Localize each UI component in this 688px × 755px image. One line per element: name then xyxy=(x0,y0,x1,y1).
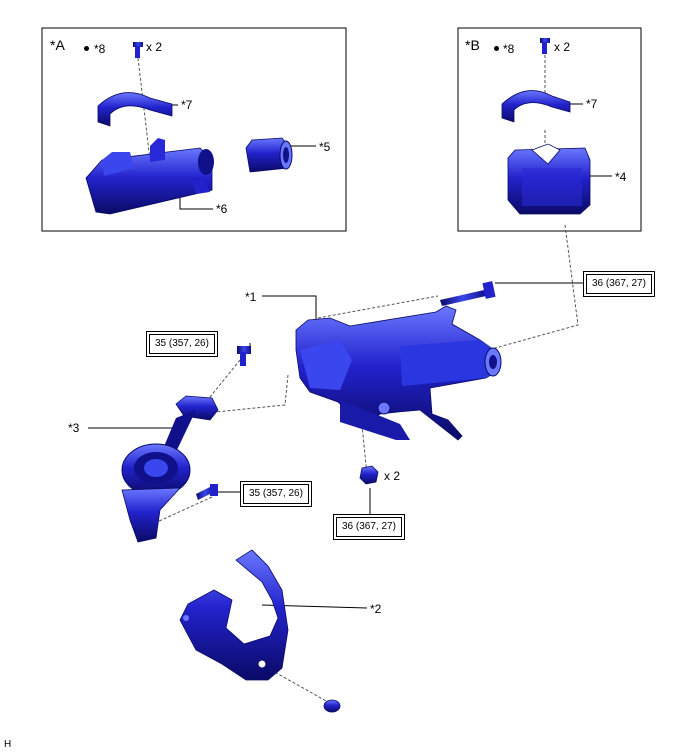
clamp-b-icon xyxy=(501,90,571,123)
inset-a-bolt-label: *8 xyxy=(94,42,106,56)
bolt-left-upper-icon xyxy=(237,346,251,366)
clamp-a-icon xyxy=(97,92,173,127)
bullet-dot-icon xyxy=(494,46,499,51)
torque-left-lower: 35 (357, 26) xyxy=(240,481,312,507)
cover-label: *2 xyxy=(370,602,382,616)
long-bolt-icon xyxy=(440,281,496,306)
corner-label: H xyxy=(4,739,12,750)
inset-a-clamp-label: *7 xyxy=(181,98,193,112)
steering-column-icon xyxy=(295,305,502,441)
inset-a-frame xyxy=(41,27,347,232)
lock-cylinder-icon xyxy=(85,138,214,215)
nut-qty: x 2 xyxy=(384,469,401,483)
bolt-a-icon xyxy=(133,42,143,58)
steering-lock-icon xyxy=(507,143,591,215)
key-cylinder-icon xyxy=(245,137,293,173)
inset-a-key-label: *5 xyxy=(319,140,331,154)
clip-icon xyxy=(323,699,341,713)
column-label: *1 xyxy=(245,290,257,304)
bolt-b-icon xyxy=(540,38,550,54)
inset-a-title: *A xyxy=(50,37,65,53)
column-cover-icon xyxy=(179,549,289,681)
inset-b-clamp-label: *7 xyxy=(586,97,598,111)
torque-left-upper: 35 (357, 26) xyxy=(146,331,218,357)
inset-b-title: *B xyxy=(465,37,480,53)
bolt-left-lower-icon xyxy=(196,484,218,500)
inset-b-bolt-label: *8 xyxy=(503,42,515,56)
shaft-label: *3 xyxy=(68,421,80,435)
torque-left-lower-value: 35 (357, 26) xyxy=(243,484,309,504)
inset-b-lock-label: *4 xyxy=(615,170,627,184)
inset-b-bolt-qty: x 2 xyxy=(554,40,571,54)
torque-nut: 36 (367, 27) xyxy=(333,514,405,540)
torque-upper-right-value: 36 (367, 27) xyxy=(586,274,652,294)
torque-nut-value: 36 (367, 27) xyxy=(336,517,402,537)
torque-left-upper-value: 35 (357, 26) xyxy=(149,334,215,354)
bullet-dot-icon xyxy=(84,46,89,51)
nut-icon xyxy=(359,465,379,485)
inset-a-bolt-qty: x 2 xyxy=(146,40,163,54)
intermediate-shaft-icon xyxy=(121,395,219,543)
torque-upper-right: 36 (367, 27) xyxy=(583,271,655,297)
inset-a-cylinder-label: *6 xyxy=(216,202,228,216)
inset-b-frame xyxy=(457,27,642,232)
